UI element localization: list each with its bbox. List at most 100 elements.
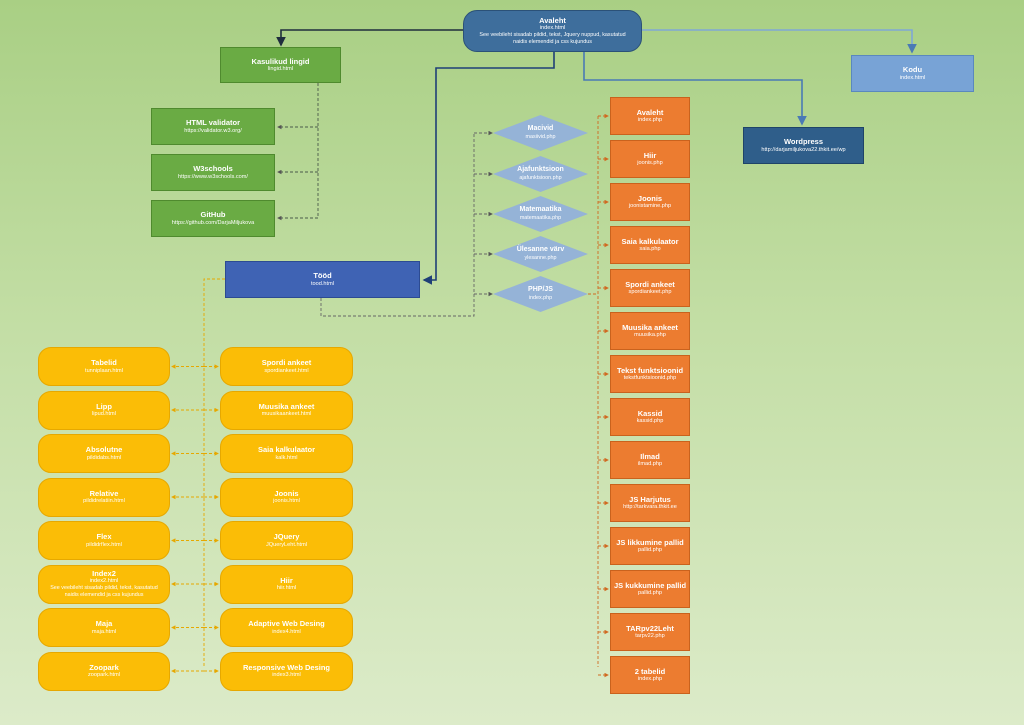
php-page-11-title: JS likkumine pallid [616,537,684,547]
php-page-3-title: Joonis [637,193,663,203]
tood-title: Tööd [313,271,332,281]
left-page-relative-file: pildidrelatiin.html [83,498,125,505]
right-page-jquery-file: JQueryLeht.html [265,541,308,548]
php-page-4-title: Saia kalkulaator [621,236,679,246]
left-page-tabelid-title: Tabelid [91,358,117,368]
kodu-file: index.html [899,74,926,81]
right-page-hiir-title: Hiir [280,575,293,585]
diamond-file: ylesanne.php [524,255,557,261]
avaleht-title: Avaleht [539,16,566,26]
html-validator-node[interactable]: HTML validator https://validator.w3.org/ [151,108,275,145]
left-page-index2-desc-2: naidis elemendid ja css kujundus [64,592,144,599]
php-page-1-file: index.php [637,117,663,124]
right-page-joonis-file: joonis.html [273,498,300,505]
right-page-saia-kalkulaator-file: kalk.html [275,454,298,461]
php-page-14-file: index.php [637,676,663,683]
github-node[interactable]: GitHub https://github.com/DarjaMiljukova [151,200,275,237]
left-page-tabelid-file: tunniplaan.html [85,367,123,374]
right-page-muusika-ankeet-title: Muusika ankeet [258,401,315,411]
php-page-2-file: joonis.php [637,160,663,167]
right-page-adaptive-web-desing-title: Adaptive Web Desing [248,619,325,629]
kasulikud-lingid-title: Kasulikud lingid [251,56,310,66]
php-page-1-title: Avaleht [636,107,664,117]
wordpress-node[interactable]: Wordpress http://darjamiljukova22.thkit.… [743,127,864,164]
left-page-lipp-title: Lipp [96,401,112,411]
right-page-joonis-title: Joonis [274,488,299,498]
w3schools-url: https://www.w3schools.com/ [178,173,248,180]
avaleht-file: index.html [539,25,566,32]
diamond-file: ajafunktsioon.php [519,175,562,181]
kodu-node[interactable]: Kodu index.html [851,55,974,92]
w3schools-node[interactable]: W3schools https://www.w3schools.com/ [151,154,275,191]
right-page-muusika-ankeet-file: muusikaankeet.html [261,411,312,418]
diamond-title: Matemaatika [519,206,562,214]
php-page-2-title: Hiir [643,150,657,160]
html-validator-title: HTML validator [185,118,241,128]
right-page-spordi-ankeet-title: Spordi ankeet [261,358,312,368]
php-page-6-file: muusika.php [634,332,666,339]
diamond-file: matemaatika.php [519,215,562,221]
left-page-flex-title: Flex [96,532,112,542]
left-page-maja-title: Maja [95,619,113,629]
avaleht-desc-2: naidis elemendid ja css kujundus [513,39,592,46]
php-page-13-title: TARpv22Leht [626,623,674,633]
left-page-lipp-file: lipud.html [92,411,116,418]
kasulikud-lingid-node[interactable]: Kasulikud lingid lingid.html [220,47,341,83]
left-page-index2-file: index2.html [89,578,119,585]
php-page-7-title: Tekst funktsioonid [616,365,684,375]
kasulikud-lingid-file: lingid.html [267,66,294,73]
avaleht-node[interactable]: Avaleht index.html See veebileht sisadab… [463,10,642,52]
php-page-12-title: JS kukkumine pallid [613,580,687,590]
php-page-10-file: http://tarkvara.thkit.ee [623,504,677,511]
tood-node[interactable]: Tööd tood.html [225,261,420,298]
kodu-title: Kodu [902,65,923,75]
diamond-file: masiivid.php [525,134,556,140]
php-page-5-title: Spordi ankeet [625,279,675,289]
left-page-flex-file: pildidrflex.html [86,541,122,548]
php-page-10-title: JS Harjutus [629,494,671,504]
php-page-11-file: pallid.php [638,547,662,554]
php-page-13-file: tarpv22.php [635,633,665,640]
diamond-title: PHP/JS [528,286,553,294]
avaleht-desc-1: See veebileht sisadab pildid, tekst, Jqu… [479,32,626,39]
right-page-saia-kalkulaator-title: Saia kalkulaator [257,445,316,455]
wordpress-title: Wordpress [783,137,824,147]
php-page-4-file: saia.php [639,246,661,253]
php-page-5-file: spordiankeet.php [628,289,672,296]
diamond-title: Mасіvіd [527,125,554,133]
left-page-zoopark-file: zoopark.html [87,672,121,679]
diamond-file: index.php [528,295,553,301]
left-page-relative-title: Relative [89,488,119,498]
